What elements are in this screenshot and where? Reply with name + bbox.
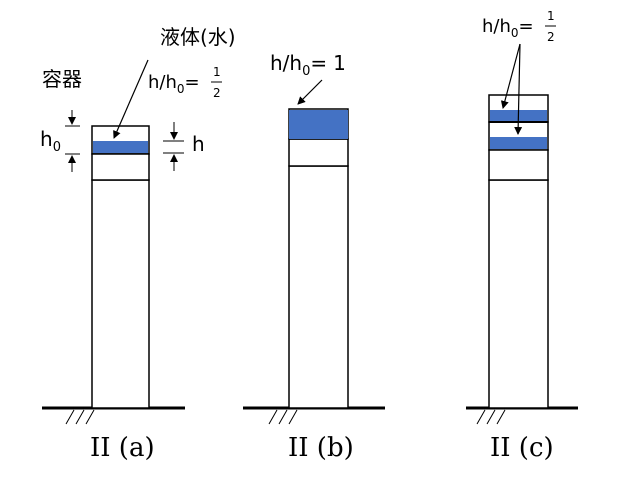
pillar-a bbox=[91, 179, 150, 409]
ratio-arrow-c-lower bbox=[514, 43, 523, 135]
container-b-lower bbox=[288, 138, 349, 167]
liquid-label: 液体(水) bbox=[160, 25, 236, 49]
panel-a: h0 h 容器 液体(水) h/h0= 1 2 II (a) bbox=[40, 25, 236, 463]
container-label: 容器 bbox=[42, 67, 82, 91]
ratio-arrow-b bbox=[297, 79, 323, 105]
svg-text:h/h0=: h/h0= bbox=[148, 72, 200, 96]
liquid-arrow bbox=[113, 59, 149, 139]
ground-hatch-b bbox=[268, 409, 298, 425]
caption-c: II (c) bbox=[490, 433, 554, 463]
h-dimension bbox=[163, 122, 184, 171]
h-label: h bbox=[192, 132, 205, 156]
liquid-a bbox=[93, 141, 148, 153]
h0-dimension bbox=[65, 110, 80, 172]
container-c-gap bbox=[488, 149, 549, 181]
liquid-b bbox=[289, 110, 348, 139]
h0-label: h0 bbox=[40, 127, 61, 155]
svg-text:2: 2 bbox=[547, 30, 555, 44]
caption-a: II (a) bbox=[90, 433, 155, 463]
liquid-c-lower bbox=[490, 137, 547, 149]
svg-text:h/h0=: h/h0= bbox=[482, 16, 534, 40]
svg-text:h/h0=1: h/h0=1 bbox=[270, 51, 346, 79]
panel-c: h/h0= 1 2 II (c) bbox=[466, 9, 578, 463]
container-a-lower bbox=[91, 153, 150, 181]
ratio-label-b: h/h0=1 bbox=[270, 51, 346, 79]
svg-text:2: 2 bbox=[213, 86, 221, 100]
svg-text:1: 1 bbox=[213, 65, 221, 79]
ground-hatch-c bbox=[476, 409, 506, 425]
ratio-arrow-c-upper bbox=[500, 43, 521, 109]
svg-text:1: 1 bbox=[547, 9, 555, 23]
caption-b: II (b) bbox=[288, 433, 354, 463]
pillar-b bbox=[288, 165, 349, 409]
ratio-label-c: h/h0= 1 2 bbox=[482, 9, 556, 44]
ratio-label-a: h/h0= 1 2 bbox=[148, 65, 222, 100]
panel-b: h/h0=1 II (b) bbox=[243, 51, 385, 463]
pillar-c bbox=[488, 179, 549, 409]
ground-hatch-a bbox=[65, 409, 95, 425]
